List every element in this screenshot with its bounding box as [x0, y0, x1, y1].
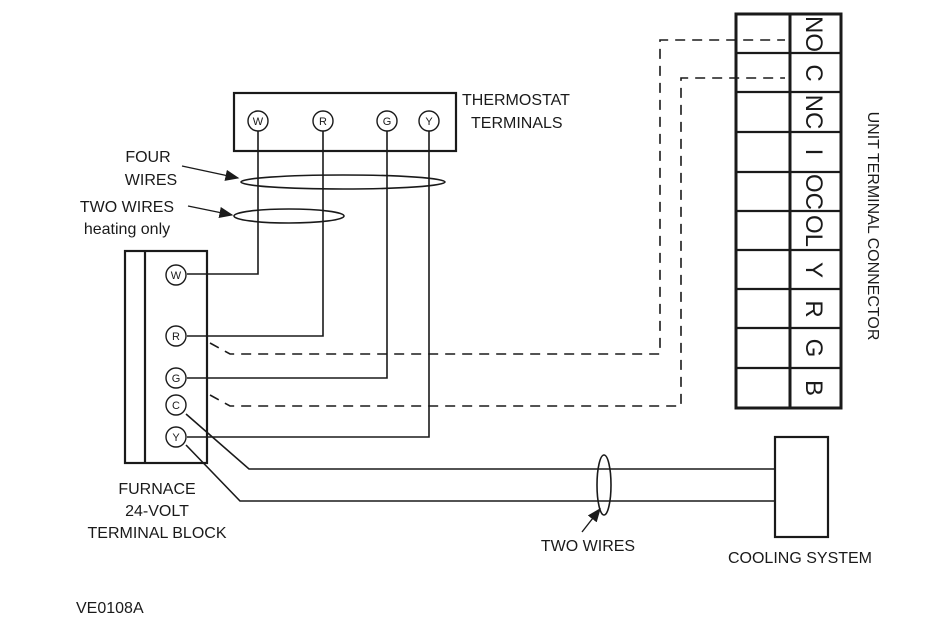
svg-text:Y: Y — [172, 432, 180, 444]
cooling-two-wires-arrow — [581, 507, 601, 533]
figure-code: VE0108A — [76, 600, 144, 617]
unit-terminal-i: I — [800, 149, 827, 156]
two-wires-bottom-label: TWO WIRES — [541, 538, 635, 555]
furnace-terminal-block — [123, 249, 209, 465]
svg-text:W: W — [171, 270, 182, 282]
svg-text:R: R — [319, 116, 327, 128]
furnace-label-line3: TERMINAL BLOCK — [88, 525, 227, 542]
furnace-terminal-y: Y — [165, 426, 187, 448]
four-wires-bundle — [240, 174, 446, 190]
cooling-two-wires-bundle — [596, 454, 612, 516]
thermostat-terminal-y: Y — [418, 110, 440, 132]
unit-terminal-nc: NC — [800, 95, 827, 130]
unit-terminal-b: B — [800, 380, 827, 396]
unit-terminal-g: G — [800, 339, 827, 358]
four-wires-label-line2: WIRES — [125, 172, 177, 189]
svg-text:C: C — [172, 400, 180, 412]
thermostat-terminal-w: W — [247, 110, 269, 132]
four-wires-label-line1: FOUR — [125, 149, 170, 166]
dashed-wire-g-to-c — [209, 77, 785, 407]
two-wires-bundle — [233, 208, 345, 224]
unit-terminal-oc: OC — [800, 174, 827, 210]
unit-terminal-r: R — [800, 300, 827, 317]
svg-text:R: R — [172, 331, 180, 343]
unit-terminal-c: C — [800, 64, 827, 81]
cooling-system-box — [773, 435, 830, 539]
four-wires-arrow — [181, 165, 240, 181]
unit-terminal-ol: OL — [800, 215, 827, 247]
wire-r — [187, 131, 324, 337]
cooling-system-label: COOLING SYSTEM — [728, 550, 872, 567]
wire-y — [187, 131, 430, 438]
thermostat-terminal-g: G — [376, 110, 398, 132]
dashed-wire-r-to-no — [209, 39, 785, 355]
wire-g — [187, 131, 388, 379]
thermostat-label-line1: THERMOSTAT — [462, 92, 570, 109]
furnace-label-line2: 24-VOLT — [125, 503, 189, 520]
wire-c-to-cooling — [185, 413, 775, 470]
furnace-label-line1: FURNACE — [118, 481, 195, 498]
unit-terminal-y: Y — [800, 262, 827, 278]
thermostat-label-line2: TERMINALS — [471, 115, 563, 132]
furnace-terminal-c: C — [165, 394, 187, 416]
two-wires-arrow — [187, 205, 234, 218]
furnace-terminal-r: R — [165, 325, 187, 347]
unit-connector-label: UNIT TERMINAL CONNECTOR — [864, 112, 881, 341]
wire-y-to-cooling — [185, 444, 775, 502]
two-wires-label-line2: heating only — [84, 221, 170, 238]
svg-text:G: G — [172, 373, 181, 385]
unit-terminal-no: NO — [800, 16, 827, 52]
furnace-terminal-g: G — [165, 367, 187, 389]
svg-text:G: G — [383, 116, 392, 128]
furnace-terminal-w: W — [165, 264, 187, 286]
svg-text:W: W — [253, 116, 264, 128]
two-wires-label-line1: TWO WIRES — [80, 199, 174, 216]
thermostat-terminal-r: R — [312, 110, 334, 132]
svg-text:Y: Y — [425, 116, 433, 128]
